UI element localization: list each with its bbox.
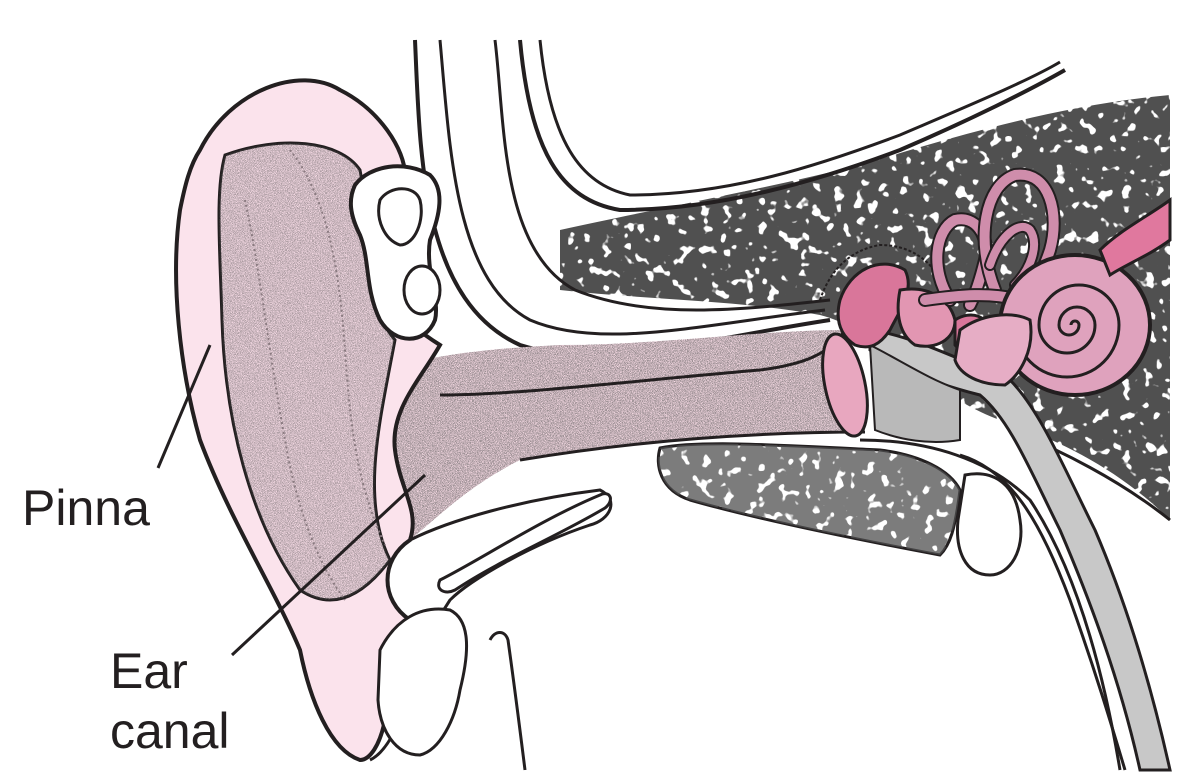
pinna-leader-line [156, 344, 212, 469]
earlobe-edge [488, 631, 527, 771]
cartilage-oval-upper [377, 187, 423, 247]
skull-wall-line-3 [493, 39, 831, 312]
middle-ear-cavity [868, 343, 961, 443]
ear-canal-label-line2: canal [110, 703, 230, 759]
jaw-line-2 [959, 453, 1127, 771]
cartilage-oval-lower [402, 264, 442, 316]
antihelix-ridge [289, 149, 386, 546]
skull-top-line [518, 39, 1066, 213]
canal-lower-wall [519, 430, 866, 462]
malleus [836, 262, 910, 349]
lower-cartilage-sliver [437, 492, 612, 594]
skull-top-line-2 [538, 39, 1061, 197]
helix-ridge [244, 199, 346, 601]
earlobe-loop [376, 607, 469, 757]
ear-canal-label-line1: Ear [110, 643, 188, 699]
vestibule-body [953, 313, 1033, 387]
mastoid-process [955, 472, 1023, 577]
ear-canal-leader-line [230, 473, 427, 657]
eardrum [821, 332, 869, 438]
auditory-nerve [1098, 197, 1172, 278]
pinna-label: Pinna [22, 480, 150, 536]
jaw-line [859, 438, 1122, 771]
ossicle-texture [819, 243, 941, 301]
canal-upper-wall [439, 329, 847, 397]
skull-wall-line-inner [438, 39, 826, 336]
semicircular-canal-1 [932, 214, 991, 310]
